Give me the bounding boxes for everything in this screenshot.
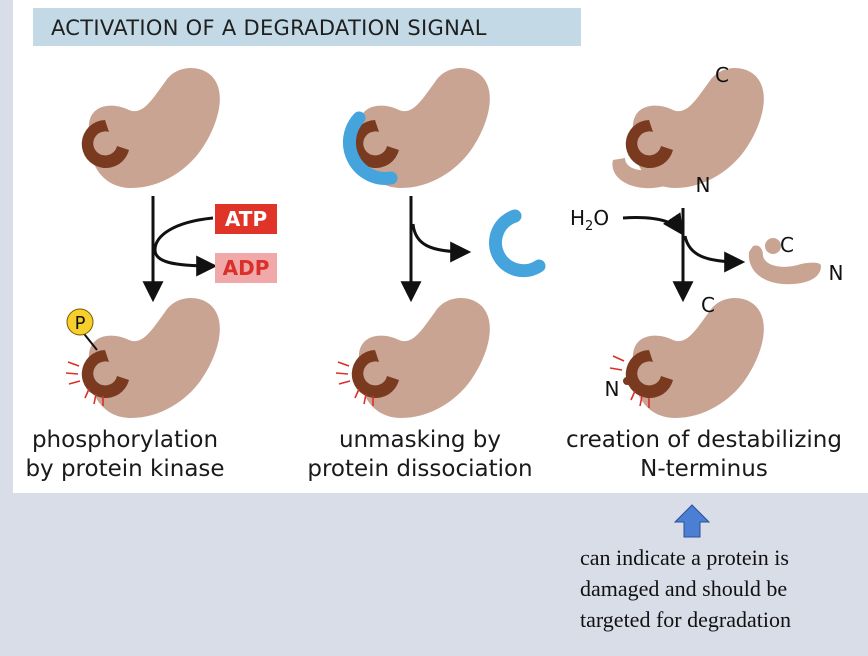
side-arrow-3 <box>683 235 746 273</box>
figure-title: ACTIVATION OF A DEGRADATION SIGNAL <box>51 16 487 40</box>
caption-unmasking: unmasking by protein dissociation <box>307 427 533 482</box>
released-mask <box>489 209 546 278</box>
phosphate-circle <box>66 308 94 336</box>
degradation-diagram: ATP ADP P <box>65 63 843 418</box>
atp-box <box>215 204 277 234</box>
protein-bottom-3 <box>625 297 764 418</box>
water-label: H2O <box>570 206 609 234</box>
protein-bottom-1 <box>81 297 220 418</box>
signal-ticks-1 <box>65 361 104 406</box>
panel-phosphorylation: ATP ADP P <box>65 67 277 418</box>
cleavable-tail <box>612 158 689 189</box>
side-arrow-1 <box>153 216 218 277</box>
protein-top-1 <box>81 67 220 188</box>
n-label-top: N <box>696 173 711 197</box>
signal-ticks-3 <box>609 355 650 408</box>
c-label-fragment: C <box>780 233 794 257</box>
figure-panel: ACTIVATION OF A DEGRADATION SIGNAL ATP <box>13 0 868 493</box>
caption-n-terminus: creation of destabilizing N-terminus <box>566 427 842 482</box>
c-label-top: C <box>715 63 729 87</box>
adp-label: ADP <box>223 256 270 280</box>
caption-phosphorylation: phosphorylation by protein kinase <box>25 427 225 482</box>
water-arrow <box>622 212 684 236</box>
adp-box <box>215 253 277 283</box>
c-label-bottom: C <box>701 293 715 317</box>
up-arrow-icon <box>673 504 711 538</box>
masking-protein <box>343 111 398 185</box>
phosphate-label: P <box>75 313 86 334</box>
panel-unmasking <box>335 67 546 418</box>
atp-label: ATP <box>225 207 267 231</box>
protein-bottom-2 <box>351 297 490 418</box>
protein-top-2 <box>351 67 490 188</box>
n-terminus-dot <box>623 377 631 385</box>
side-arrow-2 <box>411 223 472 263</box>
protein-top-3 <box>625 67 764 188</box>
title-bar: ACTIVATION OF A DEGRADATION SIGNAL <box>33 8 581 46</box>
fragment-cap <box>765 238 781 254</box>
released-fragment <box>748 245 821 285</box>
n-label-fragment: N <box>829 261 844 285</box>
signal-ticks-2 <box>335 361 374 406</box>
n-label-bottom: N <box>605 377 620 401</box>
panel-n-terminus: C N H2O C N C N <box>570 63 843 418</box>
annotation-note: can indicate a protein is damaged and sh… <box>580 545 791 632</box>
degron-1 <box>81 120 129 168</box>
